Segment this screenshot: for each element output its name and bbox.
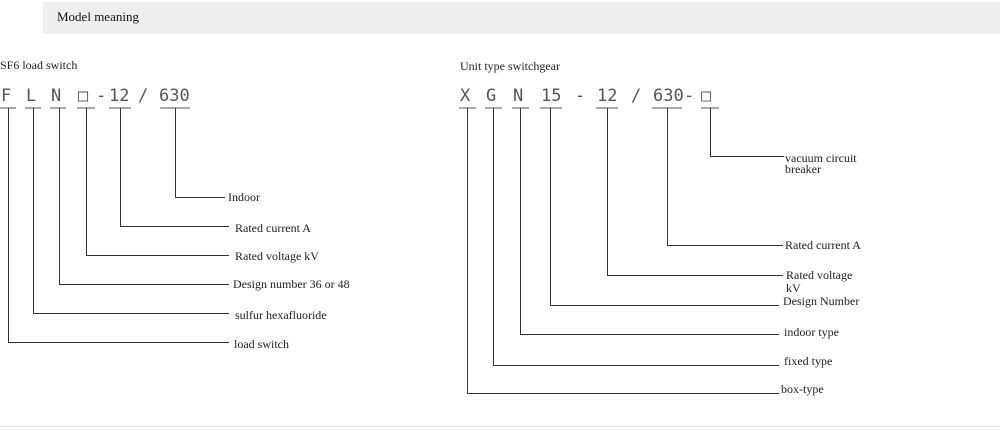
left-code-box: □ bbox=[78, 86, 89, 106]
left-leader-sf6 bbox=[33, 108, 229, 314]
right-section-title: Unit type switchgear bbox=[460, 59, 560, 73]
right-label-rated-voltage: Rated voltage bbox=[786, 268, 852, 282]
right-leader-fixed bbox=[493, 108, 779, 366]
left-label-rated-current: Rated current A bbox=[235, 221, 311, 235]
right-code-dash-2: - bbox=[684, 86, 694, 106]
left-leader-indoor bbox=[175, 108, 225, 198]
left-code-630: 630 bbox=[159, 86, 190, 106]
left-leader-design bbox=[59, 108, 229, 285]
right-code-g: G bbox=[486, 86, 496, 106]
right-label-breaker: breaker bbox=[785, 162, 821, 176]
right-leader-rated-current bbox=[667, 108, 783, 246]
left-leader-loadswitch bbox=[8, 108, 229, 343]
right-leader-vacuum-breaker bbox=[710, 108, 784, 157]
left-label-indoor: Indoor bbox=[228, 190, 260, 204]
left-code-f: F bbox=[1, 86, 11, 106]
right-label-kv: kV bbox=[786, 281, 801, 295]
right-label-vacuum-circuit: vacuum circuit bbox=[785, 151, 857, 165]
right-label-fixed-type: fixed type bbox=[784, 354, 832, 368]
left-code-dash: - bbox=[96, 86, 106, 106]
right-leader-indoor bbox=[520, 108, 779, 335]
page-title: Model meaning bbox=[57, 9, 139, 24]
left-label-design-number: Design number 36 or 48 bbox=[233, 277, 350, 291]
left-label-rated-voltage: Rated voltage kV bbox=[235, 249, 319, 263]
left-code-n: N bbox=[51, 86, 61, 106]
right-leader-box-type bbox=[467, 108, 779, 394]
header-bar: Model meaning bbox=[43, 2, 1000, 34]
right-code-15: 15 bbox=[541, 86, 561, 106]
left-label-load-switch: load switch bbox=[234, 337, 289, 351]
left-leader-current bbox=[120, 108, 229, 227]
right-leader-design-number bbox=[550, 108, 779, 306]
right-label-box-type: box-type bbox=[781, 382, 824, 396]
right-code-x: X bbox=[460, 86, 471, 106]
right-code-box: □ bbox=[701, 86, 712, 106]
right-leader-rated-voltage bbox=[607, 108, 783, 276]
right-label-indoor-type: indoor type bbox=[784, 325, 839, 339]
right-label-rated-current: Rated current A bbox=[785, 238, 861, 252]
left-section-title: SF6 load switch bbox=[0, 58, 77, 72]
right-code-dash-1: - bbox=[575, 86, 585, 106]
left-code-12: 12 bbox=[109, 86, 129, 106]
right-label-design-number: Design Number bbox=[783, 294, 859, 308]
left-label-sulfur-hexafluoride: sulfur hexafluoride bbox=[235, 308, 327, 322]
left-leader-voltage bbox=[86, 108, 229, 256]
right-code-630: 630 bbox=[653, 86, 684, 106]
footer-divider bbox=[0, 426, 1000, 427]
right-code-slash: / bbox=[631, 86, 641, 106]
right-code-n: N bbox=[513, 86, 523, 106]
left-code-l: L bbox=[26, 86, 36, 106]
right-code-12: 12 bbox=[597, 86, 617, 106]
left-code-slash: / bbox=[138, 86, 148, 106]
